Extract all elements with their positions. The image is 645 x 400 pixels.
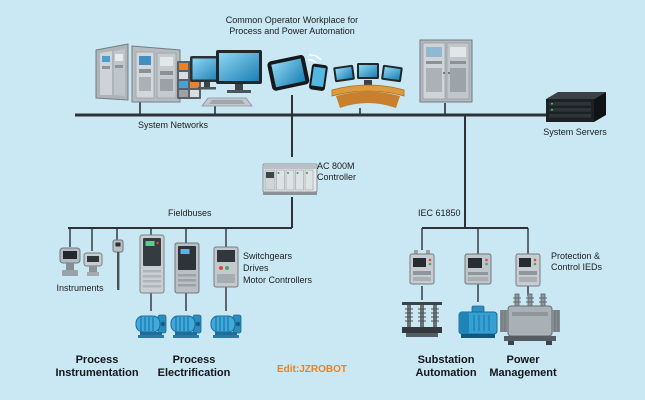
diagram-title: Common Operator Workplace for Process an… (225, 15, 359, 36)
switchgear-cabinet-icon (418, 38, 474, 106)
workstation-monitors-icon (188, 48, 266, 110)
operator-console-icon (330, 56, 406, 114)
motor-pump-icon (209, 308, 243, 342)
switchgears-label: Switchgears Drives Motor Controllers (243, 251, 313, 285)
controller-label: AC 800M Controller (317, 161, 357, 182)
section-process-instrumentation: Process Instrumentation (55, 354, 139, 379)
iec-61850-label: IEC 61850 (418, 208, 461, 218)
system-server-icon (542, 90, 608, 124)
temperature-sensor-icon (111, 238, 125, 292)
pressure-transmitter-icon (58, 246, 82, 280)
motor-controller-icon (213, 246, 239, 288)
flow-transmitter-icon (82, 250, 104, 278)
system-servers-label: System Servers (543, 127, 607, 137)
motor-pump-icon (169, 308, 203, 342)
instruments-label: Instruments (56, 283, 104, 293)
section-power-management: Power Management (489, 354, 557, 379)
generator-icon (456, 300, 500, 342)
watermark-text: Edit:JZROBOT (277, 364, 347, 375)
drive-cabinet-icon (139, 234, 165, 294)
ac800m-controller-icon (262, 156, 318, 198)
tablet-phone-icon (264, 50, 330, 100)
transformer-icon (498, 292, 562, 348)
switchyard-icon (400, 298, 444, 340)
protection-ieds-label: Protection & Control IEDs (551, 251, 603, 272)
motor-pump-icon (134, 308, 168, 342)
system-networks-label: System Networks (138, 120, 209, 130)
protection-relay-icon (513, 252, 543, 288)
protection-relay-icon (463, 252, 493, 286)
section-substation-automation: Substation Automation (415, 354, 477, 379)
drive-cabinet-icon (174, 242, 200, 294)
protection-relay-icon (407, 248, 437, 288)
control-cabinets-icon (94, 40, 182, 106)
section-process-electrification: Process Electrification (157, 354, 231, 379)
fieldbuses-label: Fieldbuses (168, 208, 212, 218)
